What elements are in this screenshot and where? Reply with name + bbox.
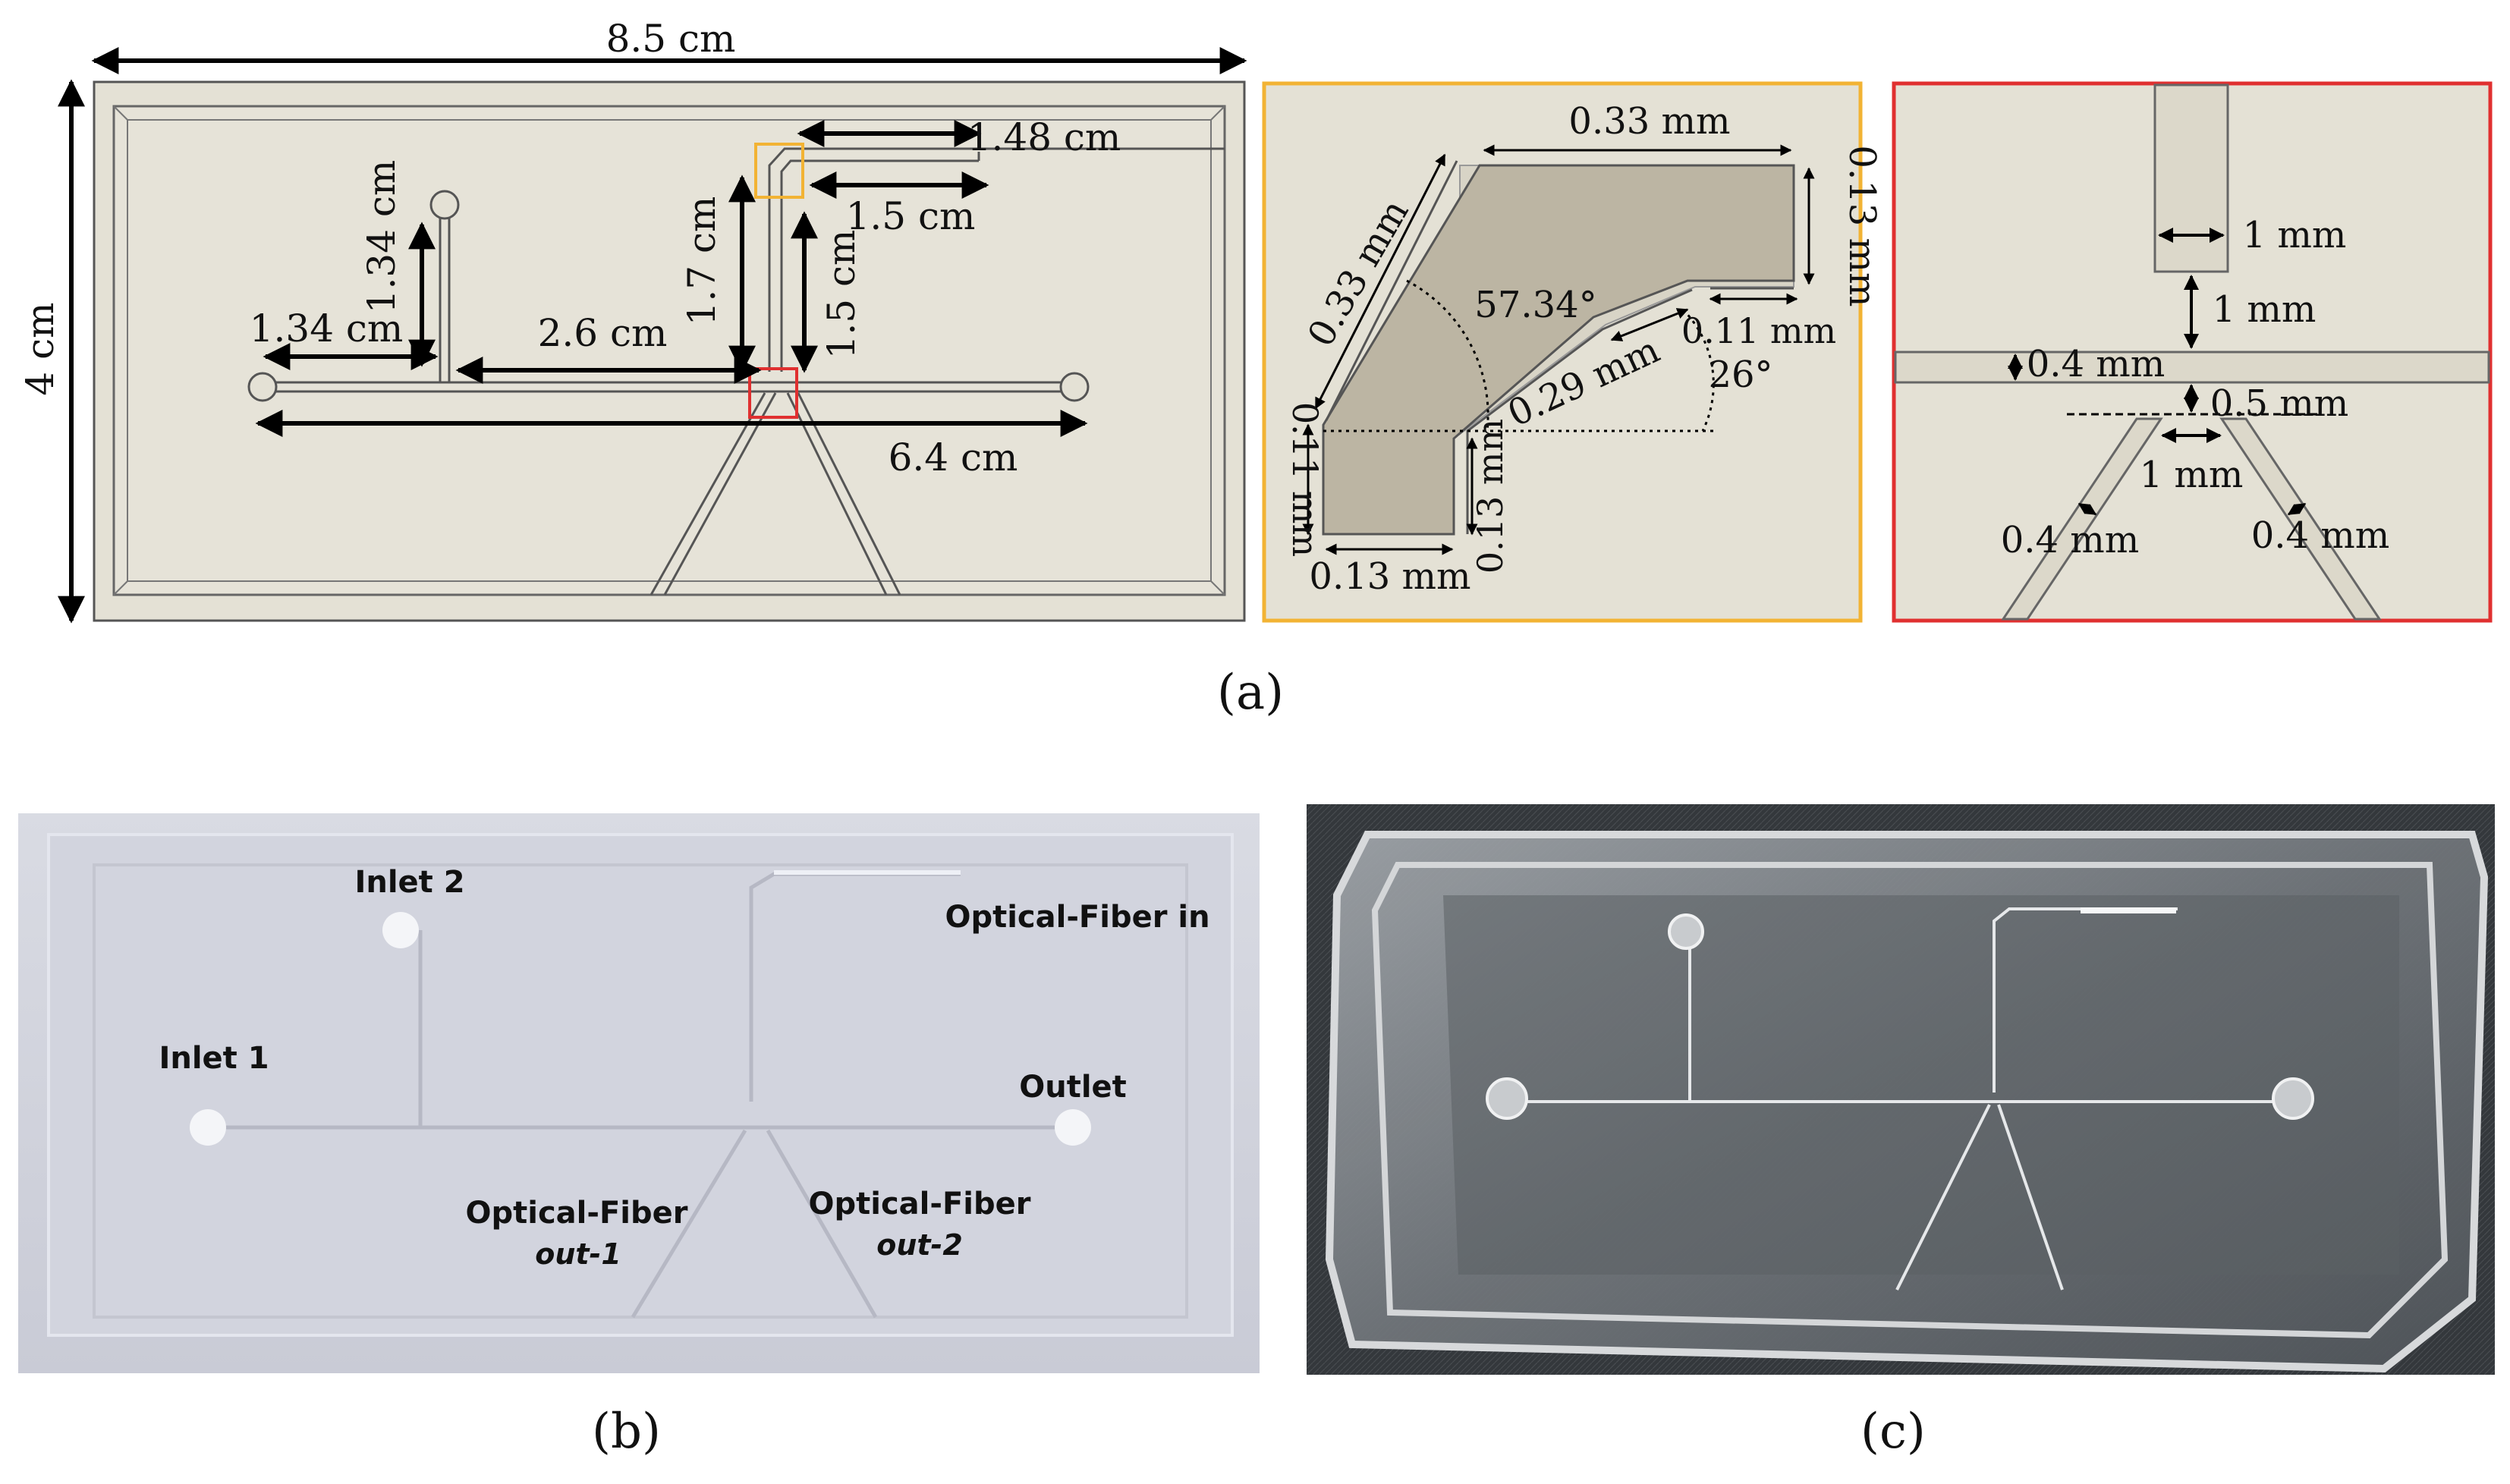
panel-a-junction-detail: 1 mm 1 mm 0.4 mm 0.5 mm 1 mm 0.4 mm 0.4 …	[1892, 81, 2493, 623]
label-outlet: Outlet	[1019, 1070, 1127, 1105]
bend-angle-1: 57.34°	[1474, 284, 1596, 326]
label-fiber-out-2: Optical-Fiber	[808, 1187, 1030, 1221]
dim-inlet2: 1.34 cm	[360, 160, 404, 314]
inlet-2-port	[429, 190, 460, 220]
bend-right-height: 0.13 mm	[1841, 145, 1883, 307]
junction-channel-width: 1 mm	[2243, 214, 2347, 256]
bend-angle-2: 26°	[1708, 354, 1772, 396]
panel-a-overview: 8.5 cm 4 cm 6.4 cm 1.34 cm 1.34 cm 2.6 c…	[0, 0, 1275, 652]
bend-left-height: 0.11 mm	[1285, 402, 1326, 557]
panel-b-photo: Inlet 2 Optical-Fiber in Inlet 1 Outlet …	[18, 813, 1260, 1373]
junction-cross-width: 0.4 mm	[2027, 343, 2166, 385]
label-fiber-out-1: Optical-Fiber	[465, 1196, 687, 1231]
bend-top-width: 0.33 mm	[1568, 100, 1730, 143]
outlet-port	[1059, 372, 1090, 402]
dim-fiber-in: 1.48 cm	[967, 115, 1121, 159]
junction-gap: 1 mm	[2213, 288, 2317, 331]
bend-inner-height: 0.13 mm	[1470, 419, 1511, 574]
fiber-in-channel	[768, 147, 1225, 372]
panel-c-photo	[1307, 804, 2495, 1375]
photo-b-inlet-1	[190, 1109, 226, 1146]
chip-inner-frame	[112, 105, 1226, 596]
photo-c-outlet	[2272, 1077, 2314, 1120]
photo-b-outlet	[1055, 1109, 1091, 1146]
junction-split-gap: 1 mm	[2140, 454, 2244, 496]
dim-fiber-horizontal-b: 1.5 cm	[846, 194, 976, 238]
dim-inlet1: 1.34 cm	[250, 307, 404, 351]
label-inlet-1: Inlet 1	[159, 1041, 269, 1076]
dim-distance: 2.6 cm	[538, 311, 668, 355]
dim-fiber-vertical-b: 1.5 cm	[819, 230, 863, 360]
yellow-highlight-box	[754, 143, 804, 199]
label-fiber-in: Optical-Fiber in	[945, 900, 1209, 935]
junction-left-branch	[2001, 417, 2163, 621]
bend-bottom-width: 0.13 mm	[1309, 555, 1470, 598]
junction-right-branch	[2219, 417, 2382, 621]
junction-left-branch-width: 0.4 mm	[2001, 519, 2140, 561]
dim-main-channel: 6.4 cm	[889, 435, 1018, 479]
dim-height: 4 cm	[18, 302, 62, 395]
caption-b: (b)	[592, 1404, 661, 1460]
inlet-1-port	[247, 372, 278, 402]
photo-c-inlet-2	[1668, 913, 1704, 950]
photo-c-inlet-1	[1486, 1077, 1528, 1120]
dim-fiber-vertical-a: 1.7 cm	[680, 197, 724, 326]
photo-b-inlet-2	[382, 912, 419, 948]
label-fiber-out-1-sub: out-1	[535, 1237, 621, 1271]
caption-c: (c)	[1860, 1404, 1926, 1460]
junction-offset: 0.5 mm	[2210, 382, 2349, 425]
panel-a-bend-detail: 0.33 mm 0.33 mm 0.13 mm 57.34° 0.11 mm 0…	[1262, 81, 1883, 623]
junction-horizontal-channel	[1894, 351, 2490, 384]
label-inlet-2: Inlet 2	[354, 865, 464, 900]
label-fiber-out-2-sub: out-2	[876, 1228, 963, 1262]
bend-right-tab: 0.11 mm	[1681, 310, 1836, 351]
junction-right-branch-width: 0.4 mm	[2251, 514, 2390, 557]
caption-a: (a)	[1217, 665, 1285, 721]
dim-width: 8.5 cm	[606, 17, 736, 61]
junction-vertical-channel	[2153, 83, 2229, 273]
